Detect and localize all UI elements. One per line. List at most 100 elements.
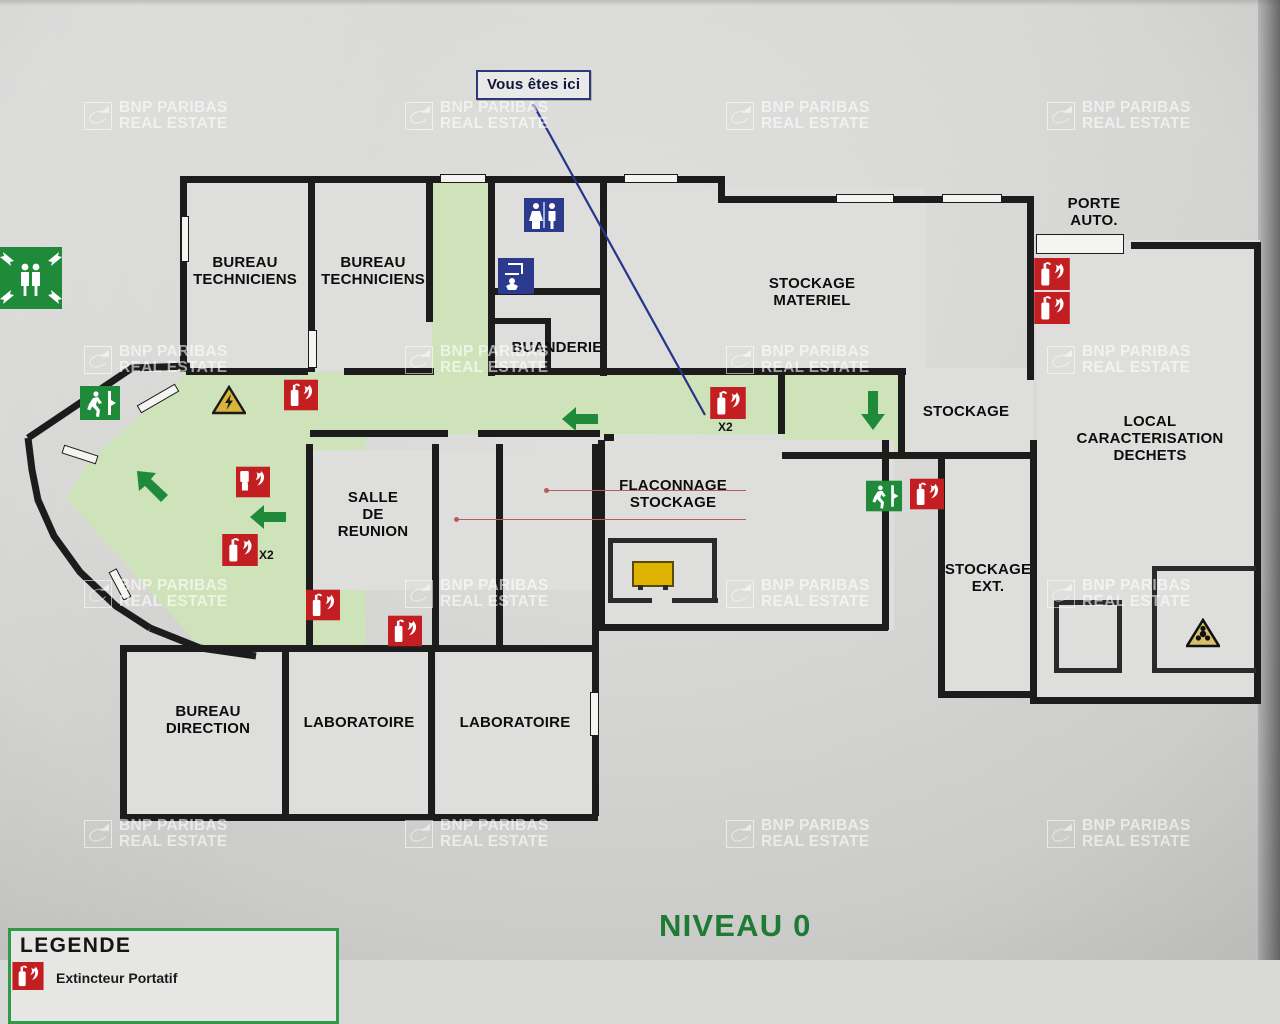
door-corridor-top xyxy=(440,174,486,183)
wall-corridor-north-4 xyxy=(606,368,778,375)
room-fill-bureau-direction xyxy=(122,648,282,816)
wall-center-bottom xyxy=(282,645,598,652)
fire-extinguisher-icon xyxy=(222,534,258,566)
room-label-stockage: STOCKAGE xyxy=(922,403,1010,420)
room-fill-bureau-techniciens-1 xyxy=(186,182,308,370)
fire-extinguisher-icon xyxy=(910,478,944,510)
wall-labo-bottom xyxy=(120,814,598,821)
equipment-block xyxy=(632,561,674,590)
room-fill-local-dechets xyxy=(1036,240,1260,700)
door-top-right-1 xyxy=(624,174,678,183)
wall-corridor-north-1 xyxy=(186,368,308,375)
emergency-shower-icon xyxy=(498,258,534,294)
toxic-hazard-icon xyxy=(1186,618,1220,648)
fire-extinguisher-icon xyxy=(710,387,746,419)
wc-restroom-icon xyxy=(524,198,564,232)
room-label-laboratoire-2: LABORATOIRE xyxy=(459,714,571,731)
leader-line-stockage xyxy=(456,519,746,520)
room-fill-laboratoire-1 xyxy=(288,648,428,816)
wall-stockage-left xyxy=(898,368,905,458)
emergency-exit-icon-east xyxy=(866,480,902,512)
corridor-west-angled xyxy=(66,372,290,658)
evacuation-arrow-left-corridor xyxy=(562,407,598,431)
wall-flaconnage-inner-right xyxy=(712,538,717,602)
wall-dechets-bottom xyxy=(1030,697,1261,704)
wall-corridor-north-2 xyxy=(344,368,434,375)
wall-flaconnage-inner-left xyxy=(608,540,613,602)
leader-dot-flaconnage xyxy=(544,488,549,493)
wall-labo-div xyxy=(428,645,435,821)
wall-corridor-right xyxy=(488,182,495,376)
wall-center-left xyxy=(306,444,313,652)
fire-alarm-call-point-icon xyxy=(236,466,270,498)
wall-corridor-south-1 xyxy=(310,430,448,437)
door-labo-right xyxy=(590,692,599,736)
door-tech-2 xyxy=(308,330,317,368)
extinguisher-count-label: X2 xyxy=(718,420,733,434)
assembly-point-icon xyxy=(0,247,62,309)
level-title: NIVEAU 0 xyxy=(659,908,812,943)
wall-labo-left xyxy=(282,645,289,821)
wall-flaconnage-inner-bottom-b xyxy=(672,598,718,603)
room-label-laboratoire-1: LABORATOIRE xyxy=(303,714,415,731)
room-fill-flaconnage xyxy=(604,440,894,630)
wall-top-right-corner xyxy=(1027,196,1034,248)
you-are-here-label: Vous êtes ici xyxy=(476,70,592,100)
room-fill-salle-reunion xyxy=(312,450,434,590)
wall-bureau-direction-top xyxy=(120,645,284,652)
door-tech-1 xyxy=(181,216,189,262)
wall-dechets-left xyxy=(1030,440,1037,704)
extinguisher-count-label: X2 xyxy=(259,548,274,562)
wall-corridor-left xyxy=(426,182,433,322)
wall-corridor-south-4 xyxy=(782,452,902,459)
legend-title: LEGENDE xyxy=(20,934,132,957)
evacuation-arrow-left-west xyxy=(250,505,286,529)
wall-dechets-inner-box2-bottom xyxy=(1152,668,1256,673)
wall-dechets-inner-box-right xyxy=(1117,600,1122,672)
room-fill-stockage-ext xyxy=(940,458,1036,696)
room-fill-laboratoire-2 xyxy=(436,648,596,816)
floor-plan-stage: X2 X2 xyxy=(0,70,1261,821)
room-fill-center-b xyxy=(504,450,600,590)
emergency-exit-icon-west xyxy=(80,386,120,420)
wall-flaconnage-right xyxy=(882,440,889,630)
leader-line-flaconnage xyxy=(546,490,746,491)
room-fill-bureau-techniciens-2 xyxy=(316,182,432,370)
fire-extinguisher-icon xyxy=(1034,292,1070,324)
wall-flaconnage-inner-top xyxy=(608,538,716,543)
wall-stockage-ext-left xyxy=(938,458,945,698)
wall-dechets-inner-box2-left xyxy=(1152,566,1157,672)
room-fill-center-a xyxy=(440,450,500,590)
wall-top-right-step xyxy=(718,176,725,202)
wall-corridor-south-3 xyxy=(604,434,614,441)
wall-flaconnage-bottom xyxy=(598,624,888,631)
wall-center-div-2 xyxy=(496,444,503,652)
room-label-buanderie: BUANDERIE xyxy=(511,339,603,356)
fire-extinguisher-icon xyxy=(388,615,422,647)
wall-dechets-inner-box2-top xyxy=(1152,566,1256,571)
wall-shower-nook-a xyxy=(492,318,548,324)
fire-extinguisher-icon xyxy=(1034,258,1070,290)
wall-dechets-inner-box-bottom xyxy=(1054,668,1122,673)
wall-tech-divider xyxy=(308,182,315,372)
wall-dechets-left-upper xyxy=(1027,248,1034,380)
wall-porte-auto-right xyxy=(1131,242,1261,249)
fire-extinguisher-icon xyxy=(306,589,340,621)
leader-dot-stockage xyxy=(454,517,459,522)
wall-corridor-north-5 xyxy=(760,368,906,375)
door-top-right-2 xyxy=(836,194,894,203)
wall-stockage-bottom xyxy=(898,452,1036,459)
wall-flaconnage-inner-bottom-a xyxy=(608,598,652,603)
wall-corridor-step-right xyxy=(778,372,785,434)
wall-stockage-ext-bottom xyxy=(938,691,1036,698)
fire-extinguisher-icon xyxy=(12,962,44,990)
door-top-right-3 xyxy=(942,194,1002,203)
wall-center-div-1 xyxy=(432,444,439,652)
electrical-hazard-icon xyxy=(212,385,246,415)
